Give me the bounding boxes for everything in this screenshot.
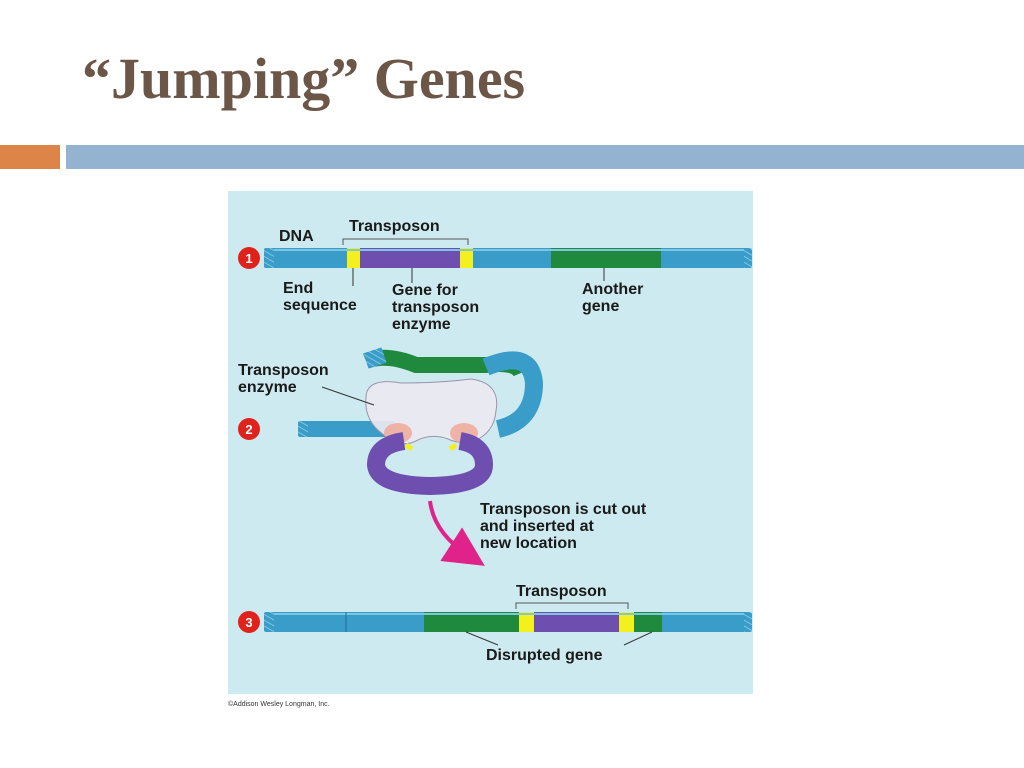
dna-loop-2 [482,351,544,438]
transposon-bracket-3 [515,602,629,609]
diagram-canvas: 1 DNA Transposon End sequence Gene for t… [216,191,761,713]
image-credit: ©Addison Wesley Longman, Inc. [228,700,330,708]
dna-strand-3 [264,612,752,632]
excised-transposon-loop [366,432,494,496]
step-1-group: 1 DNA Transposon End sequence Gene for t… [238,218,752,333]
end-sequence-left-3 [519,612,534,632]
another-gene-label: Another gene [582,281,648,315]
end-sequence-right-1 [460,248,473,268]
transposon-gene-segment-1 [358,248,466,268]
movement-arrow [428,500,485,566]
credit-strip [216,694,761,713]
disrupted-gene-label: Disrupted gene [486,647,603,664]
end-sequence-label: End sequence [283,280,357,314]
step-3-group: 3 Transposon Disrupted gene [238,583,752,664]
gene-for-transposon-enzyme-label: Gene for transposon enzyme [392,282,484,333]
transposon-gene-segment-3 [534,612,624,632]
step-3-marker: 3 [238,611,260,633]
disrupted-gene-left [424,612,520,632]
end-sequence-right-3 [619,612,634,632]
cut-and-insert-caption: Transposon is cut out and inserted at ne… [480,501,651,552]
dna-label: DNA [279,228,314,245]
step-1-number: 1 [245,251,252,266]
step-2-marker: 2 [238,418,260,440]
transposon-label-1: Transposon [349,218,440,235]
disrupted-gene-right [634,612,662,632]
another-gene-segment [551,248,661,268]
transposon-label-3: Transposon [516,583,607,600]
end-sequence-left-1 [347,248,360,268]
transposon-bracket-1 [342,238,469,245]
title-accent-bar-blue [66,145,1024,169]
step-1-marker: 1 [238,247,260,269]
jumping-genes-diagram: 1 DNA Transposon End sequence Gene for t… [216,183,761,713]
slide-title: “Jumping” Genes [82,46,526,111]
step-3-number: 3 [245,615,252,630]
step-2-group: 2 Transposon enzyme Transposon is cut ou… [238,347,651,566]
title-accent-bar-orange [0,145,60,169]
dna-strand-1 [264,248,752,268]
diagram-panel [228,191,753,694]
transposon-enzyme-label: Transposon enzyme [238,362,333,396]
step-2-number: 2 [245,422,252,437]
